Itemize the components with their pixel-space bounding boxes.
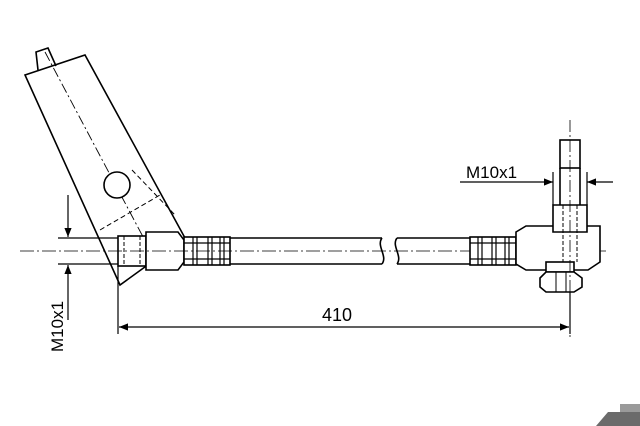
right-thread-label: M10x1 bbox=[466, 163, 517, 182]
length-label: 410 bbox=[322, 305, 352, 325]
length-dimension bbox=[117, 266, 571, 334]
right-thread-dimension bbox=[460, 172, 613, 205]
right-crimp-ferrule bbox=[469, 236, 517, 266]
left-thread-label: M10x1 bbox=[48, 301, 67, 352]
left-thread-dimension bbox=[58, 195, 118, 320]
corner-logo-mark bbox=[596, 404, 640, 426]
left-mounting-bracket bbox=[23, 47, 187, 287]
right-fitting bbox=[515, 120, 601, 340]
